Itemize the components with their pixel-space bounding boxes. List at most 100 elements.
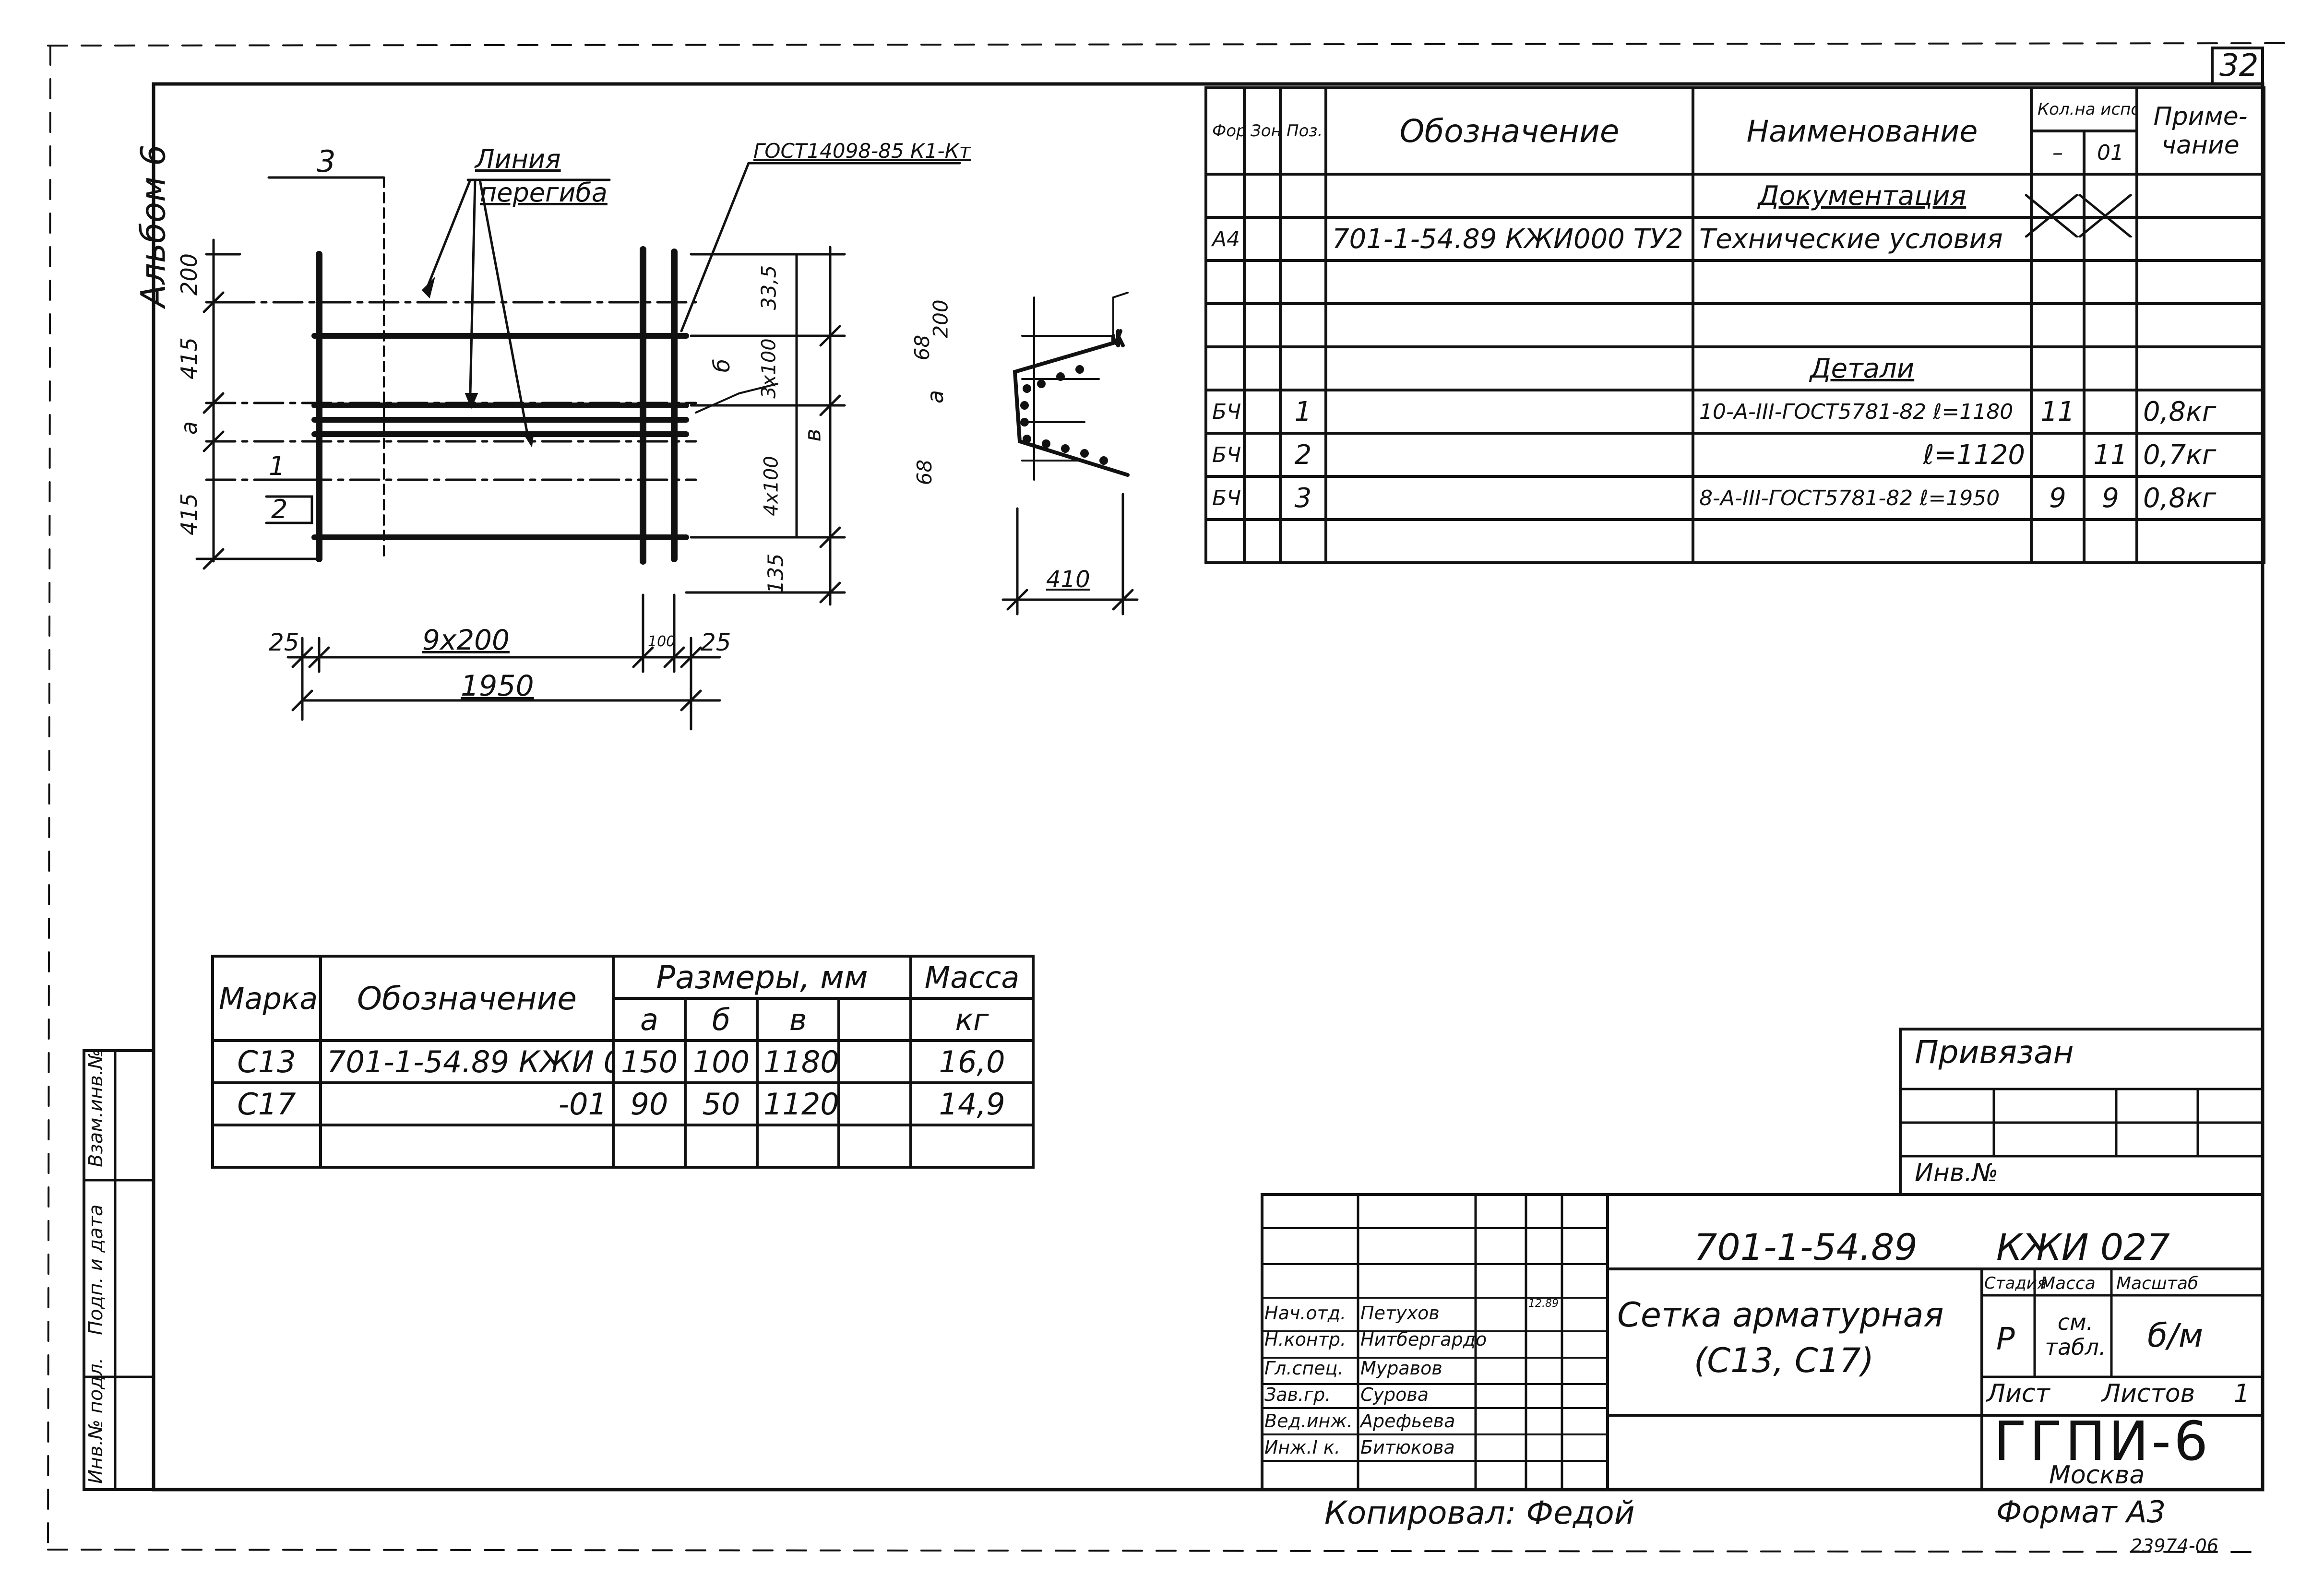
mass-label: Масса [2040, 1274, 2096, 1293]
sec-410: 410 [1046, 566, 1090, 593]
spec-cell-q2 [2082, 302, 2139, 348]
spec-cell-format [1204, 345, 1246, 391]
dim-200-top: 200 [176, 253, 202, 296]
org-name: ГГПИ-6 [1994, 1410, 2211, 1473]
signer-role: Гл.спец. [1264, 1358, 1344, 1379]
spec-header-format: Формат [1204, 86, 1246, 176]
spec-header-qty-dash: – [2030, 130, 2086, 176]
spec-cell-pos [1279, 302, 1327, 348]
spec-header-pos: Поз. [1279, 86, 1327, 176]
dim-v: в [799, 428, 826, 442]
dim-b: б [709, 358, 735, 373]
signer-name: Муравов [1360, 1358, 1442, 1379]
spec-cell-zone [1243, 173, 1282, 219]
album-label: Альбом 6 [133, 144, 173, 308]
spec-cell-note [2135, 173, 2266, 219]
spec-cell-pos: 3 [1279, 475, 1327, 521]
marks-cell-mass: 14,9 [909, 1081, 1035, 1126]
spec-cell-note: 0,8кг [2135, 389, 2266, 435]
doc-code: 701-1-54.89 [1694, 1226, 1918, 1268]
spec-cell-pos [1279, 345, 1327, 391]
copied-by: Копировал: Федой [1324, 1494, 1635, 1531]
spec-cell-name [1692, 518, 2033, 564]
spec-cell-zone [1243, 302, 1282, 348]
spec-header-name: Наименование [1692, 86, 2033, 176]
marks-cell-a [612, 1124, 687, 1169]
sheets-label: Листов [2102, 1379, 2195, 1408]
spec-cell-name: Технические условия [1692, 216, 2033, 262]
marks-header-b: б [684, 997, 759, 1042]
marks-cell-b: 100 [684, 1039, 759, 1084]
doc-name-line2: (С13, С17) [1694, 1341, 1874, 1380]
signer-name: Арефьева [1360, 1410, 1455, 1432]
marks-cell-designation: -01 [319, 1081, 615, 1126]
marks-cell-extra [837, 1124, 913, 1169]
marks-header-mark: Марка [211, 955, 322, 1042]
marks-header-designation: Обозначение [319, 955, 615, 1042]
spec-cell-note [2135, 345, 2266, 391]
spec-cell-note: 0,7кг [2135, 432, 2266, 478]
dim-3x100: 3х100 [758, 338, 780, 399]
spec-cell-q2: 9 [2082, 475, 2139, 521]
signer-role: Вед.инж. [1264, 1410, 1353, 1432]
spec-cell-name: 8-А-III-ГОСТ5781-82 ℓ=1950 [1692, 475, 2033, 521]
dim-25-right: 25 [701, 628, 731, 656]
marks-cell-designation: 701-1-54.89 КЖИ 027 [319, 1039, 615, 1084]
stage-label: Стадия [1984, 1274, 2047, 1293]
stamp-replace-label: Взам.инв.№ [85, 1049, 107, 1167]
gost-ref-label: ГОСТ14098-85 К1-Кт [753, 139, 971, 163]
spec-cell-zone [1243, 432, 1282, 478]
specification-table: Формат Зона Поз. Обозначение Наименовани… [1204, 86, 2266, 564]
doc-name-line1: Сетка арматурная [1617, 1295, 1944, 1335]
stamp-inv-label: Инв.№ подл. [85, 1357, 107, 1484]
marks-cell-b [684, 1124, 759, 1169]
spec-header-zone: Зона [1243, 86, 1282, 176]
spec-row: Документация [1204, 173, 2266, 219]
dim-1950: 1950 [461, 669, 534, 703]
marks-header-mass: Масса [909, 955, 1035, 1000]
spec-cell-format [1204, 259, 1246, 305]
dim-9x200: 9х200 [422, 624, 510, 656]
spec-cell-q1 [2030, 302, 2086, 348]
spec-cell-format [1204, 302, 1246, 348]
sec-68-top: 68 [910, 334, 934, 361]
marks-cell-extra [837, 1081, 913, 1126]
spec-cell-designation [1324, 475, 1694, 521]
spec-cell-pos [1279, 216, 1327, 262]
spec-header-designation: Обозначение [1324, 86, 1694, 176]
marks-cell-mass [909, 1124, 1035, 1169]
spec-row [1204, 302, 2266, 348]
spec-cell-name: 10-А-III-ГОСТ5781-82 ℓ=1180 [1692, 389, 2033, 435]
marks-cell-extra [837, 1039, 913, 1084]
spec-cell-designation [1324, 432, 1694, 478]
spec-cell-designation [1324, 345, 1694, 391]
spec-cell-pos [1279, 173, 1327, 219]
spec-cell-q1: 9 [2030, 475, 2086, 521]
spec-cell-pos: 1 [1279, 389, 1327, 435]
qty-not-applicable-marks [2025, 194, 2133, 237]
scale-value: б/м [2147, 1317, 2204, 1355]
date-note: 12.89 [1528, 1298, 1559, 1310]
paper-format: Формат А3 [1996, 1494, 2166, 1529]
signer-name: Петухов [1360, 1303, 1440, 1324]
spec-cell-zone [1243, 216, 1282, 262]
scale-label: Масштаб [2116, 1274, 2199, 1293]
bend-line-label-1: Линия [475, 144, 561, 174]
binding-inv: Инв.№ [1915, 1159, 1999, 1187]
spec-cell-format: А4 [1204, 216, 1246, 262]
spec-cell-zone [1243, 389, 1282, 435]
spec-cell-designation [1324, 173, 1694, 219]
spec-cell-pos: 2 [1279, 432, 1327, 478]
spec-cell-zone [1243, 345, 1282, 391]
spec-header-qty-01: 01 [2082, 130, 2139, 176]
marks-cell-v: 1180 [756, 1039, 840, 1084]
spec-cell-name: Документация [1692, 173, 2033, 219]
spec-cell-note [2135, 259, 2266, 305]
dim-415-a: 415 [176, 337, 202, 379]
spec-cell-q1 [2030, 216, 2086, 262]
spec-cell-format: БЧ [1204, 432, 1246, 478]
marks-cell-a: 90 [612, 1081, 687, 1126]
spec-cell-q2 [2082, 389, 2139, 435]
